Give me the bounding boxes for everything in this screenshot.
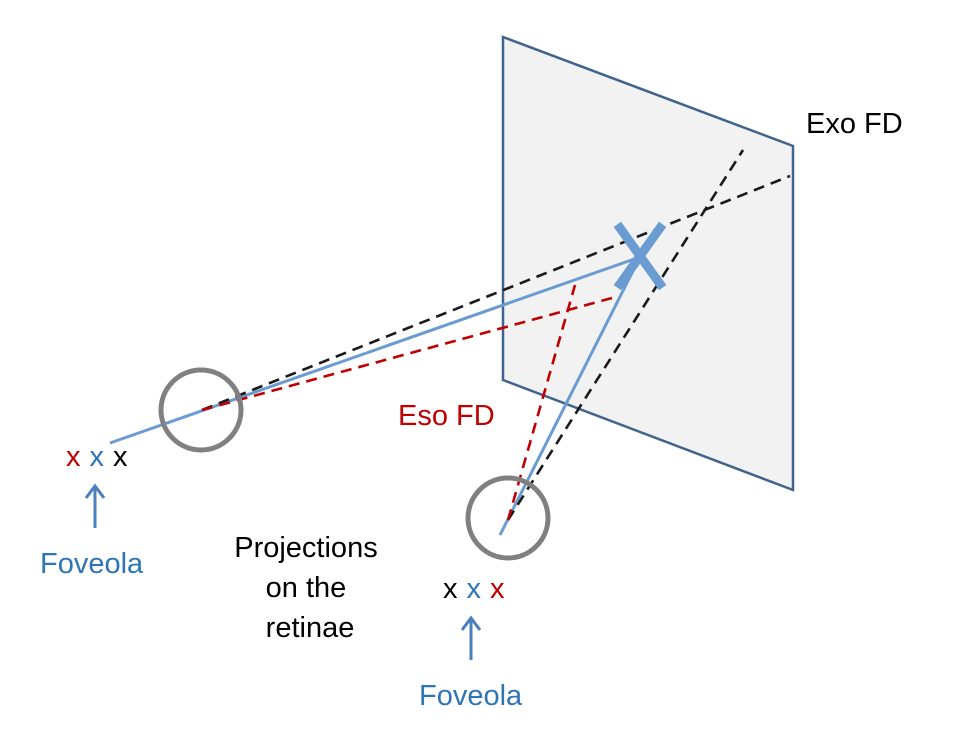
- arrow-up-icon: [460, 615, 482, 660]
- x-cross-icon: [613, 221, 667, 291]
- arrow-up-icon: [84, 483, 106, 528]
- right-mark-red: x: [490, 573, 505, 605]
- right-mark-blue: x: [467, 573, 482, 605]
- left-eye: [158, 367, 244, 453]
- right-mark-black: x: [443, 573, 458, 605]
- foveola-label-left: Foveola: [40, 548, 144, 580]
- exo-line-left-eye: [201, 174, 791, 412]
- right-eye: [465, 475, 551, 561]
- left-mark-black: x: [113, 441, 128, 473]
- projections-label: Projections on the retinae: [234, 532, 386, 644]
- left-mark-red: x: [66, 441, 81, 473]
- left-mark-blue: x: [90, 441, 105, 473]
- right-visual-axis: [498, 256, 642, 536]
- eso-fd-label: Eso FD: [398, 400, 495, 432]
- left-visual-axis: [109, 255, 641, 445]
- foveola-label-right: Foveola: [419, 680, 523, 712]
- exo-line-right-eye: [506, 149, 745, 521]
- exo-fd-label: Exo FD: [806, 108, 903, 140]
